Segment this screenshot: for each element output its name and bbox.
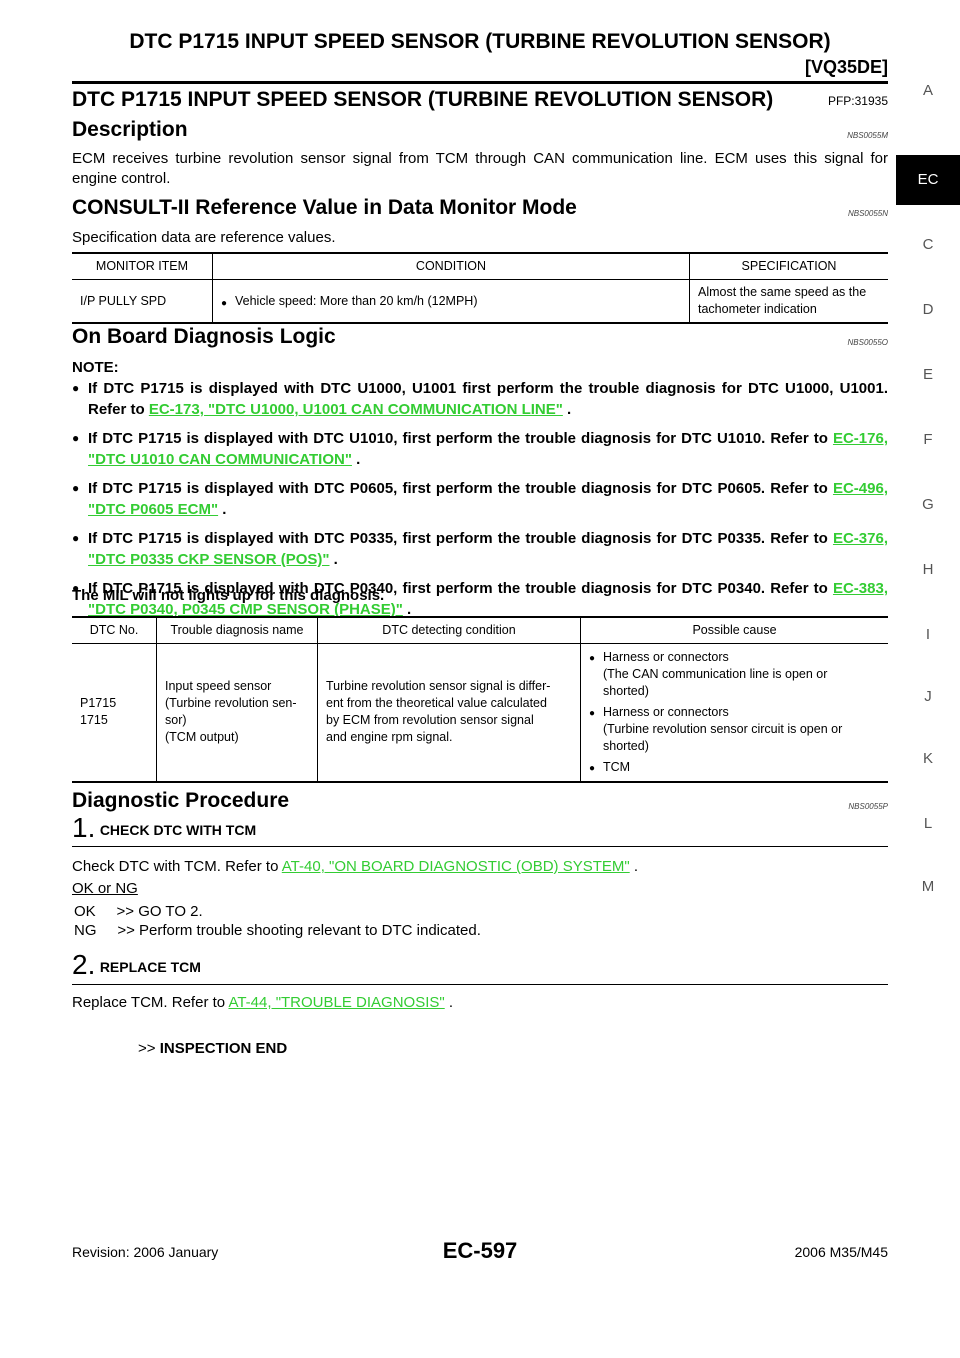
consult-code: NBS0055N: [847, 209, 888, 218]
side-tab-k[interactable]: K: [922, 750, 933, 767]
side-tab-i[interactable]: I: [925, 626, 931, 643]
step-2-heading: 2. REPLACE TCM: [72, 949, 201, 981]
side-tab-m[interactable]: M: [921, 878, 935, 895]
ok-result: OK >> GO TO 2.: [74, 903, 203, 920]
obd-heading: On Board Diagnosis Logic: [72, 325, 336, 348]
dtc-number: P1715: [80, 696, 117, 711]
diagnosis-name-cell: Input speed sensor (Turbine revolution s…: [156, 643, 318, 782]
column-header: MONITOR ITEM: [72, 253, 213, 280]
column-header: CONDITION: [212, 253, 690, 280]
step-2-text: Replace TCM. Refer to AT-44, "TROUBLE DI…: [72, 994, 454, 1011]
condition-text: Vehicle speed: More than 20 km/h (12MPH): [221, 294, 477, 308]
specification-text: Almost the same speed as the tachometer …: [698, 285, 867, 316]
column-header: Trouble diagnosis name: [156, 617, 318, 644]
column-header: SPECIFICATION: [741, 259, 837, 273]
note-item: If DTC P1715 is displayed with DTC P0340…: [72, 578, 888, 620]
side-tab-d[interactable]: D: [922, 301, 934, 318]
cause-item: Harness or connectors(Turbine revolution…: [589, 704, 880, 755]
diag-heading: Diagnostic Procedure: [72, 789, 290, 812]
ok-ng-label: OK or NG: [72, 880, 138, 897]
diag-code: NBS0055P: [848, 802, 888, 811]
section-pfp: PFP:31935: [827, 94, 888, 108]
consult-intro: Specification data are reference values.: [72, 229, 336, 246]
reference-link[interactable]: EC-383, "DTC P0340, P0345 CMP SENSOR (PH…: [88, 580, 888, 618]
step-1-text: Check DTC with TCM. Refer to AT-40, "ON …: [72, 858, 639, 875]
possible-cause-cell: Harness or connectors(The CAN communicat…: [581, 644, 889, 782]
note-item: If DTC P1715 is displayed with DTC P0335…: [72, 528, 888, 570]
side-tab-h[interactable]: H: [922, 561, 934, 578]
note-label: NOTE:: [72, 359, 119, 376]
detecting-condition-cell: Turbine revolution sensor signal is diff…: [317, 643, 581, 782]
consult-heading: CONSULT-II Reference Value in Data Monit…: [72, 196, 577, 219]
table-header-row: MONITOR ITEM CONDITION SPECIFICATION: [72, 253, 888, 280]
table-row: P1715 1715 Input speed sensor (Turbine r…: [72, 643, 889, 782]
mil-note: The MIL will not lights up for this diag…: [72, 587, 385, 604]
section-title: DTC P1715 INPUT SPEED SENSOR (TURBINE RE…: [72, 88, 774, 111]
step-rule: [72, 846, 888, 847]
step-rule: [72, 984, 888, 985]
side-tab-c[interactable]: C: [922, 236, 934, 253]
side-tab-ec[interactable]: EC: [896, 155, 960, 205]
ng-result: NG >> Perform trouble shooting relevant …: [74, 922, 481, 939]
description-text: ECM receives turbine revolution sensor s…: [72, 150, 888, 187]
reference-link[interactable]: EC-176, "DTC U1010 CAN COMMUNICATION": [88, 430, 888, 468]
dtc-number-alt: 1715: [80, 713, 108, 728]
footer-revision: Revision: 2006 January: [72, 1244, 219, 1260]
reference-link[interactable]: AT-40, "ON BOARD DIAGNOSTIC (OBD) SYSTEM…: [281, 858, 630, 875]
dtc-number-cell: P1715 1715: [72, 643, 157, 782]
reference-link[interactable]: EC-376, "DTC P0335 CKP SENSOR (POS)": [88, 530, 888, 568]
table-header-row: DTC No. Trouble diagnosis name DTC detec…: [72, 617, 888, 644]
reference-link[interactable]: EC-496, "DTC P0605 ECM": [88, 480, 888, 518]
running-header-title: DTC P1715 INPUT SPEED SENSOR (TURBINE RE…: [129, 30, 831, 53]
header-rule: [72, 81, 888, 84]
footer-model: 2006 M35/M45: [794, 1244, 888, 1260]
inspection-end: >> INSPECTION END: [138, 1040, 288, 1057]
obd-code: NBS0055O: [847, 338, 888, 347]
step-label: REPLACE TCM: [99, 959, 201, 975]
monitor-item: I/P PULLY SPD: [72, 279, 213, 323]
side-tab-e[interactable]: E: [922, 366, 933, 383]
table-row: I/P PULLY SPD Vehicle speed: More than 2…: [72, 279, 888, 323]
engine-label: [VQ35DE]: [804, 57, 888, 77]
side-tab-l[interactable]: L: [923, 815, 933, 832]
step-label: CHECK DTC WITH TCM: [99, 822, 257, 838]
step-number: 2.: [72, 949, 96, 980]
reference-link[interactable]: EC-173, "DTC U1000, U1001 CAN COMMUNICAT…: [148, 401, 563, 418]
dtc-table: DTC No. Trouble diagnosis name DTC detec…: [72, 616, 888, 783]
cause-item: Harness or connectors(The CAN communicat…: [589, 649, 880, 700]
column-header: Possible cause: [692, 623, 777, 637]
column-header: DTC detecting condition: [317, 617, 581, 644]
note-item: If DTC P1715 is displayed with DTC U1010…: [72, 428, 888, 470]
consult-table: MONITOR ITEM CONDITION SPECIFICATION I/P…: [72, 252, 888, 324]
column-header: DTC No.: [72, 617, 157, 644]
description-code: NBS0055M: [847, 131, 888, 140]
note-item: If DTC P1715 is displayed with DTC U1000…: [72, 378, 888, 420]
side-tab-f[interactable]: F: [923, 431, 933, 448]
side-tab-a[interactable]: A: [922, 82, 933, 99]
side-tab-j[interactable]: J: [924, 688, 932, 705]
step-1-heading: 1. CHECK DTC WITH TCM: [72, 812, 256, 844]
note-item: If DTC P1715 is displayed with DTC P0605…: [72, 478, 888, 520]
page-number: EC-597: [442, 1238, 518, 1263]
side-tab-g[interactable]: G: [922, 496, 934, 513]
reference-link[interactable]: AT-44, "TROUBLE DIAGNOSIS": [228, 994, 445, 1011]
obd-notes: NOTE: If DTC P1715 is displayed with DTC…: [72, 357, 888, 628]
cause-item: TCM: [589, 759, 880, 777]
description-heading: Description: [72, 118, 188, 141]
step-number: 1.: [72, 812, 96, 843]
